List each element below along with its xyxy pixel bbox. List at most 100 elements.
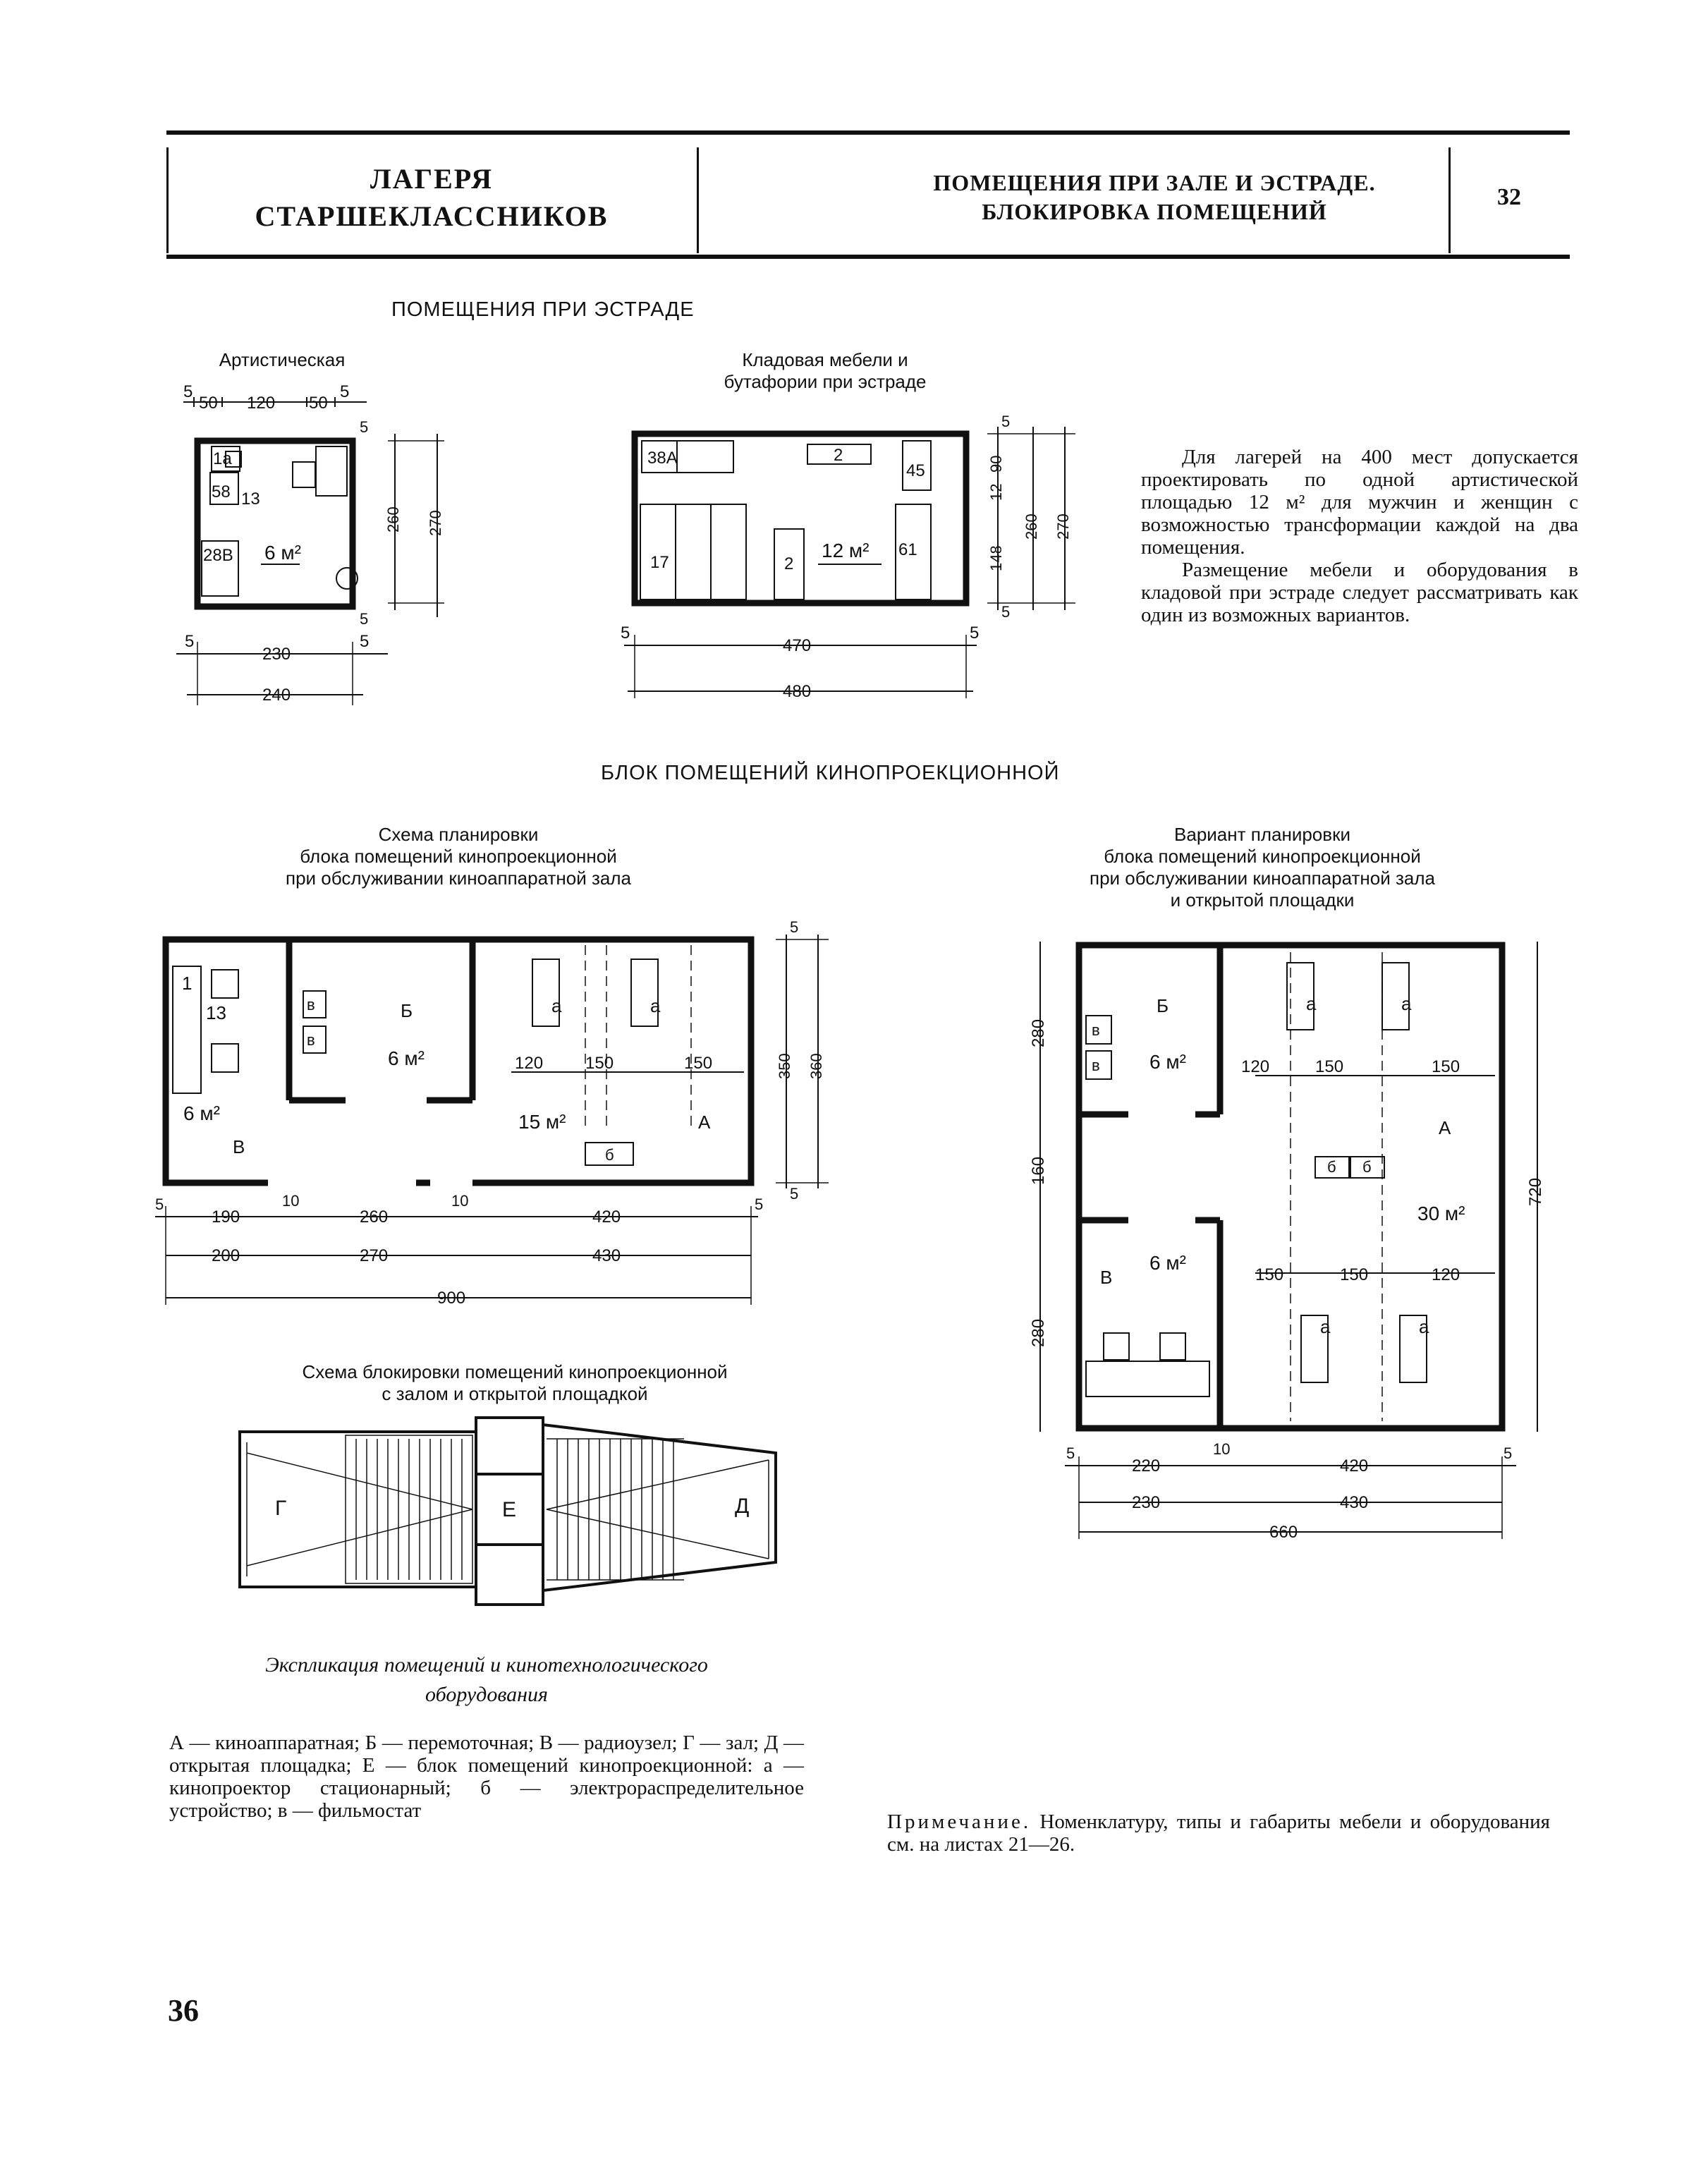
s2-dim-r-total: 720 (1526, 1178, 1545, 1206)
s1-dim-inner3: 150 (684, 1054, 712, 1073)
storage-dim-bot-b: 470 (783, 636, 811, 655)
artist-dim-bot-b: 230 (262, 645, 291, 664)
artist-dim-right-b: 260 (384, 506, 402, 533)
artist-label-13: 13 (241, 489, 260, 509)
s2-dim-b2: 220 (1132, 1456, 1160, 1476)
s1-dim-b3: 10 (282, 1192, 299, 1210)
stage-note-2: Размещение мебели и оборудования в кладо… (1141, 559, 1578, 626)
s2-dim-l1: 280 (1029, 1019, 1048, 1047)
header-divider (697, 147, 699, 253)
page-number: 36 (168, 1993, 199, 2028)
storage-dim-bot-c: 5 (970, 623, 979, 643)
header-divider (166, 147, 169, 253)
stage-notes: Для лагерей на 400 мест допускается прое… (1141, 446, 1578, 626)
blocking-caption-line1: Схема блокировки помещений кинопроекцион… (302, 1361, 728, 1382)
header-topic: ПОМЕЩЕНИЯ ПРИ ЗАЛЕ И ЭСТРАДЕ. БЛОКИРОВКА… (697, 145, 1612, 250)
s1-label-a2: а (650, 995, 661, 1016)
storage-dim-r-top: 5 (1001, 413, 1010, 430)
s2-label-a2: а (1401, 993, 1412, 1014)
s2-dim-total: 660 (1269, 1523, 1298, 1542)
header-section-line1: ЛАГЕРЯ (370, 163, 494, 195)
page-header: ЛАГЕРЯ СТАРШЕКЛАССНИКОВ ПОМЕЩЕНИЯ ПРИ ЗА… (166, 130, 1570, 259)
s1-dim-b1: 5 (155, 1195, 164, 1213)
blocking-label-g: Г (275, 1497, 286, 1520)
artist-dim-right-outer: 270 (427, 510, 444, 536)
scheme2-caption: Вариант планировки блока помещений киноп… (1008, 824, 1516, 911)
s1-dim-inner2: 150 (585, 1054, 614, 1073)
stage-section-title: ПОМЕЩЕНИЯ ПРИ ЭСТРАДЕ (391, 298, 695, 321)
s1-dim-total: 900 (437, 1289, 465, 1308)
s1-area-v: 6 м² (183, 1102, 220, 1124)
explication-title: Экспликация помещений и кинотехнологичес… (162, 1650, 811, 1710)
scheme1-caption-line2: блока помещений кинопроекционной (300, 846, 617, 867)
s1-room-v: В (233, 1136, 245, 1157)
s2-eq2: б (1362, 1158, 1372, 1176)
storage-dim-r4: 148 (987, 545, 1005, 571)
artist-label-28v: 28В (203, 546, 233, 565)
storage-label-17: 17 (650, 553, 669, 572)
s1-label-13: 13 (206, 1002, 226, 1023)
artist-dim-top-a: 5 (183, 382, 193, 401)
scheme1-caption-line3: при обслуживании киноаппаратной зала (286, 868, 631, 889)
s1-dim-c3: 430 (592, 1246, 621, 1265)
s1-room-b: Б (401, 1000, 413, 1021)
storage-dim-bot-a: 5 (621, 623, 630, 643)
artist-dim-bot-outer: 240 (262, 686, 291, 705)
artist-dim-top-d: 50 (309, 394, 328, 413)
s2-dim-bot3: 120 (1432, 1265, 1460, 1284)
s2-dim-top2: 150 (1315, 1057, 1343, 1076)
note-label: Примечание. (887, 1811, 1032, 1833)
s2-label-a1: а (1306, 993, 1317, 1014)
header-topic-line2: БЛОКИРОВКА ПОМЕЩЕНИЙ (982, 199, 1327, 224)
sheet-number: 32 (1497, 184, 1521, 210)
artist-dim-top-c: 120 (247, 394, 275, 413)
s2-area-v: 6 м² (1149, 1252, 1186, 1274)
s2-dim-top3: 150 (1432, 1057, 1460, 1076)
artist-dim-right-c: 5 (360, 610, 368, 628)
s1-dim-r-a: 350 (776, 1053, 793, 1079)
s1-dim-b4: 260 (360, 1207, 388, 1227)
header-topic-line1: ПОМЕЩЕНИЯ ПРИ ЗАЛЕ И ЭСТРАДЕ. (933, 170, 1376, 195)
storage-dim-r-bot: 5 (1001, 603, 1010, 621)
artist-dim-top-b: 50 (199, 394, 218, 413)
artist-dim-top-e: 5 (340, 382, 349, 401)
blocking-label-d: Д (735, 1495, 749, 1518)
s2-dim-bot1: 150 (1255, 1265, 1283, 1284)
scheme2-plan: Б в в 6 м² а а 120 150 150 А б б 30 м² В… (1029, 942, 1545, 1542)
explication-title-line1: Экспликация помещений и кинотехнологичес… (265, 1653, 708, 1677)
s2-dim-l2: 160 (1029, 1157, 1048, 1185)
s1-area-b: 6 м² (388, 1047, 425, 1069)
s2-dim-c2: 430 (1340, 1493, 1368, 1512)
s2-dim-top1: 120 (1241, 1057, 1269, 1076)
blocking-label-e: Е (502, 1498, 516, 1521)
s1-label-a1: а (551, 995, 562, 1016)
s2-dim-b1: 5 (1066, 1444, 1075, 1462)
s1-dim-c1: 200 (212, 1246, 240, 1265)
storage-dim-r2: 90 (987, 456, 1005, 473)
storage-caption-line1: Кладовая мебели и (742, 349, 908, 370)
scheme1-caption-line1: Схема планировки (378, 824, 539, 845)
s2-dim-l3: 280 (1029, 1319, 1048, 1347)
note-text: Номенклатуру, типы и габариты мебели и о… (887, 1811, 1551, 1856)
explication-title-line2: оборудования (425, 1683, 548, 1706)
scheme1-caption: Схема планировки блока помещений кинопро… (148, 824, 769, 889)
explication-text: А — киноаппаратная; Б — перемоточная; В … (169, 1732, 804, 1822)
s2-area-b: 6 м² (1149, 1051, 1186, 1073)
storage-area: 12 м² (822, 540, 870, 561)
stage-note-1: Для лагерей на 400 мест допускается прое… (1141, 446, 1578, 559)
scheme2-caption-line3: при обслуживании киноаппаратной зала (1090, 868, 1435, 889)
storage-label-45: 45 (906, 461, 925, 480)
s1-dim-inner1: 120 (515, 1054, 543, 1073)
s2-label-v2: в (1092, 1057, 1100, 1074)
blocking-caption-line2: с залом и открытой площадкой (382, 1383, 648, 1404)
storage-dim-r-mid: 260 (1023, 513, 1040, 540)
header-section-line2: СТАРШЕКЛАССНИКОВ (255, 200, 609, 232)
s2-label-a3: а (1320, 1316, 1331, 1337)
storage-label-2: 2 (784, 554, 793, 573)
s1-dim-b2: 190 (212, 1207, 240, 1227)
header-divider (1448, 147, 1451, 253)
artist-room-plan: 5 50 120 50 5 1а 58 13 28В 6 м² 5 260 27… (176, 382, 444, 705)
storage-dim-r3: 12 (987, 484, 1005, 501)
s1-area-a: 15 м² (518, 1111, 566, 1133)
storage-dim-r-outer: 270 (1054, 513, 1072, 540)
